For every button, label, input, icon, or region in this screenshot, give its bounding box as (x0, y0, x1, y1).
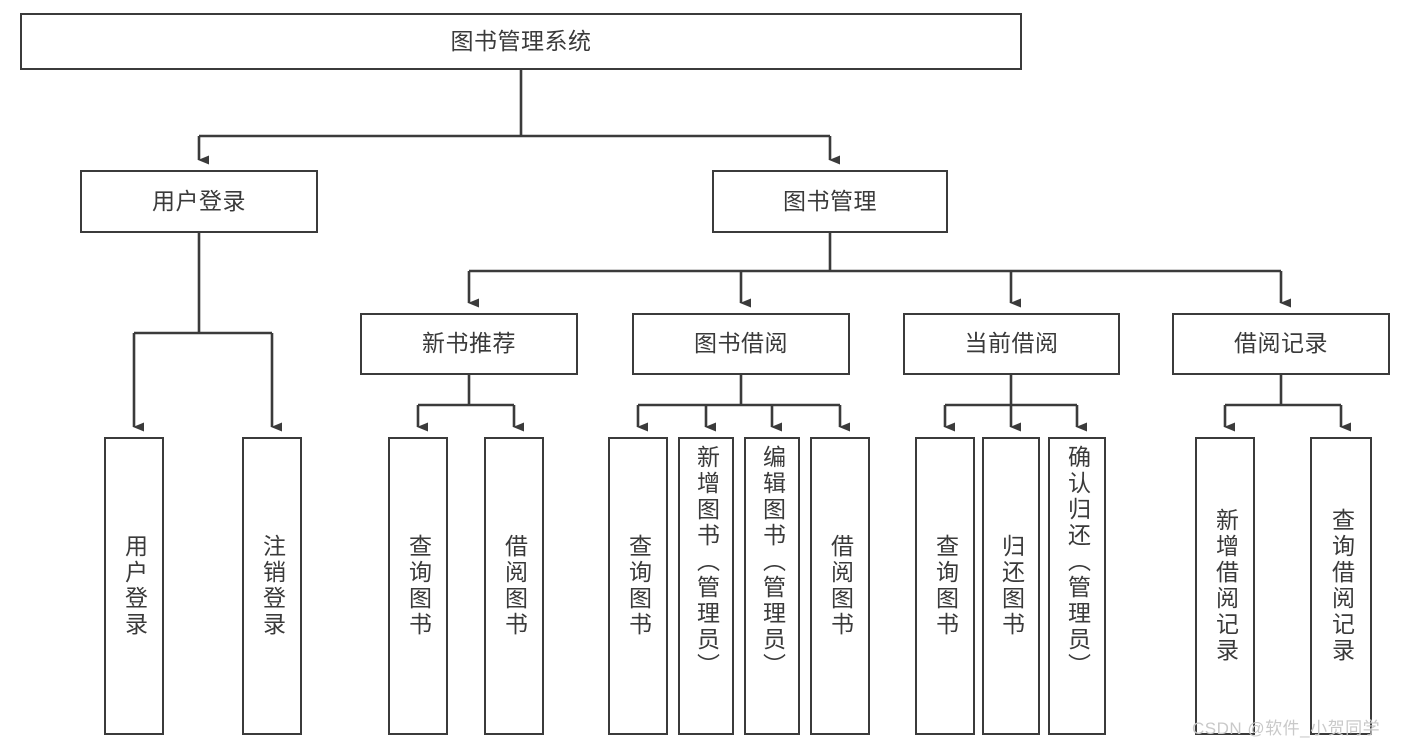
node-leaf-borrow-book-2[interactable]: 借阅图书 (810, 437, 870, 735)
node-leaf-borrow-book-2-label: 借阅图书 (827, 534, 854, 638)
node-leaf-query-book-1-label: 查询图书 (405, 534, 432, 638)
node-book-borrow-label: 图书借阅 (694, 330, 788, 357)
node-leaf-user-login-label: 用户登录 (121, 534, 148, 638)
node-leaf-confirm-return[interactable]: 确认归还（管理员） (1048, 437, 1106, 735)
node-leaf-add-book-label: 新增图书（管理员） (693, 445, 720, 679)
node-borrow-record[interactable]: 借阅记录 (1172, 313, 1390, 375)
node-borrow-record-label: 借阅记录 (1234, 330, 1328, 357)
node-new-book-rec[interactable]: 新书推荐 (360, 313, 578, 375)
node-leaf-return-book[interactable]: 归还图书 (982, 437, 1040, 735)
node-leaf-logout[interactable]: 注销登录 (242, 437, 302, 735)
node-leaf-borrow-book-1-label: 借阅图书 (501, 534, 528, 638)
node-leaf-add-record-label: 新增借阅记录 (1212, 508, 1239, 664)
node-leaf-query-record-label: 查询借阅记录 (1328, 508, 1355, 664)
node-leaf-query-book-1[interactable]: 查询图书 (388, 437, 448, 735)
node-leaf-query-book-2[interactable]: 查询图书 (608, 437, 668, 735)
node-book-borrow[interactable]: 图书借阅 (632, 313, 850, 375)
node-leaf-edit-book-label: 编辑图书（管理员） (759, 445, 786, 679)
node-root[interactable]: 图书管理系统 (20, 13, 1022, 70)
node-book-manage[interactable]: 图书管理 (712, 170, 948, 233)
node-leaf-query-book-3-label: 查询图书 (932, 534, 959, 638)
node-book-manage-label: 图书管理 (783, 187, 877, 214)
node-leaf-return-book-label: 归还图书 (998, 534, 1025, 638)
node-user-login[interactable]: 用户登录 (80, 170, 318, 233)
csdn-watermark: CSDN @软件_小贺同学 (1192, 719, 1381, 738)
node-leaf-add-book[interactable]: 新增图书（管理员） (678, 437, 734, 735)
node-current-borrow[interactable]: 当前借阅 (903, 313, 1120, 375)
node-leaf-query-book-3[interactable]: 查询图书 (915, 437, 975, 735)
node-leaf-user-login[interactable]: 用户登录 (104, 437, 164, 735)
node-user-login-label: 用户登录 (152, 187, 246, 214)
node-leaf-add-record[interactable]: 新增借阅记录 (1195, 437, 1255, 735)
node-leaf-confirm-return-label: 确认归还（管理员） (1064, 445, 1091, 679)
node-new-book-rec-label: 新书推荐 (422, 330, 516, 357)
node-leaf-borrow-book-1[interactable]: 借阅图书 (484, 437, 544, 735)
node-leaf-edit-book[interactable]: 编辑图书（管理员） (744, 437, 800, 735)
node-leaf-query-record[interactable]: 查询借阅记录 (1310, 437, 1372, 735)
node-current-borrow-label: 当前借阅 (964, 330, 1059, 357)
node-leaf-logout-label: 注销登录 (259, 534, 286, 638)
node-root-label: 图书管理系统 (450, 27, 592, 54)
node-leaf-query-book-2-label: 查询图书 (625, 534, 652, 638)
